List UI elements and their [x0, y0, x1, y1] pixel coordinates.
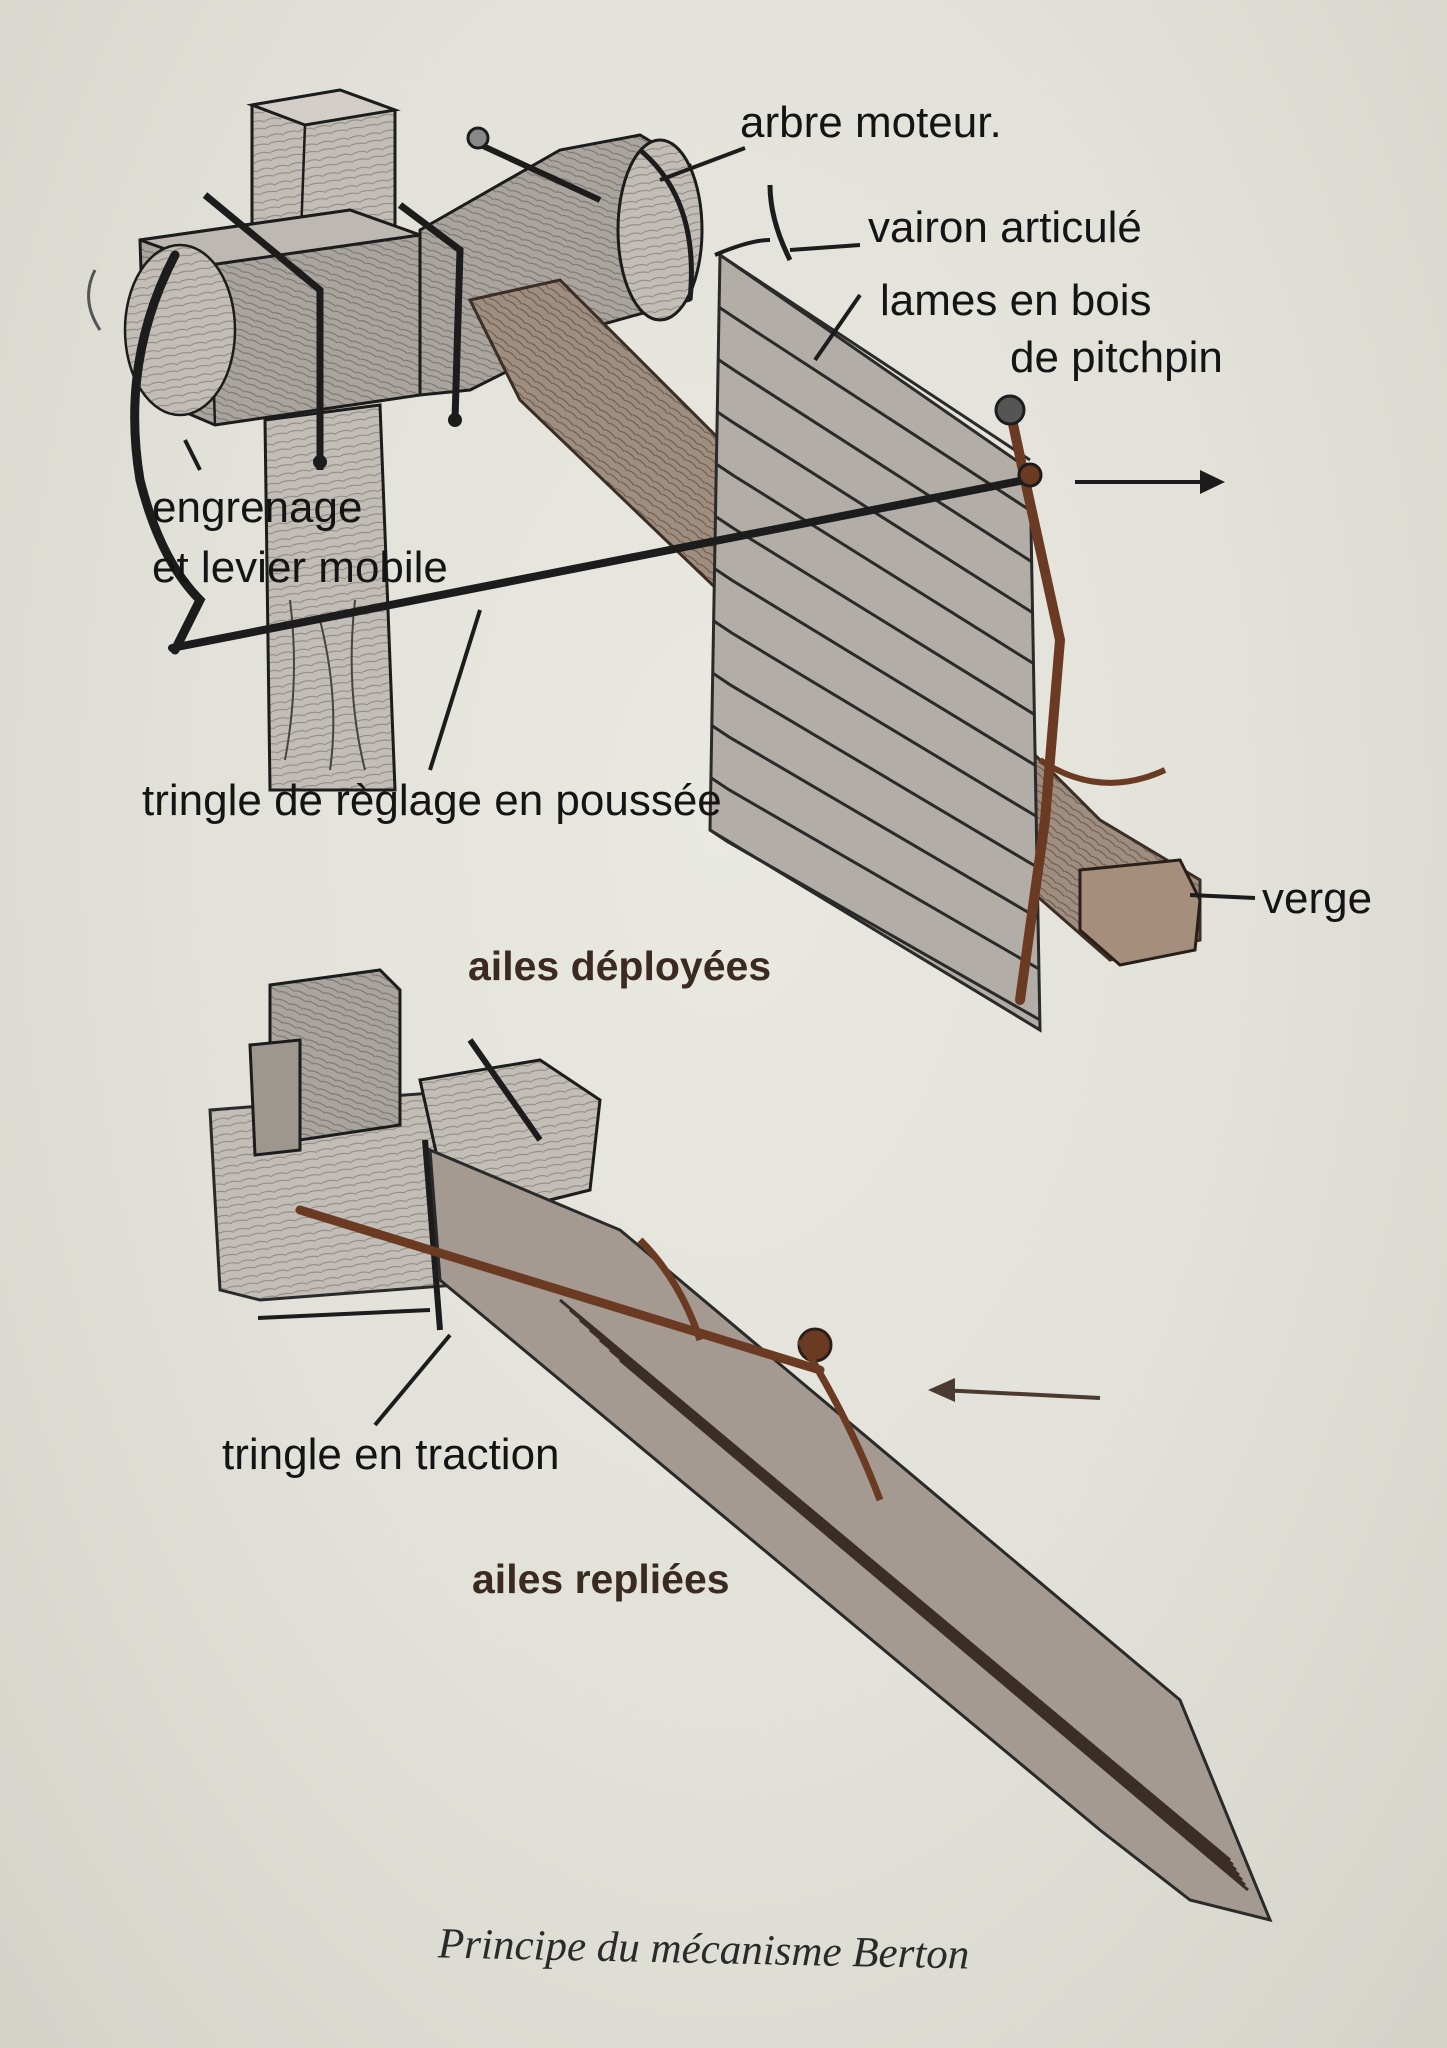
folded-assembly: [208, 968, 1273, 1923]
arrow-left-icon: [928, 1378, 1101, 1402]
folded-wing: [428, 1147, 1273, 1923]
slat-line: [718, 306, 1032, 513]
label-ailes-repliees: ailes repliées: [472, 1556, 730, 1602]
slat-line: [713, 567, 1037, 767]
slat-line: [710, 776, 1040, 971]
deployed-assembly: [87, 88, 1256, 1033]
label-engrenage-line2: et levier mobile: [152, 543, 448, 592]
slat-line: [714, 515, 1036, 716]
label-ailes-deployees: ailes déployées: [468, 943, 772, 989]
label-lames-line1: lames en bois: [880, 276, 1152, 325]
label-lames-line2: de pitchpin: [1010, 333, 1223, 382]
slat-line: [712, 619, 1038, 818]
slat-line: [709, 828, 1041, 1022]
wing-stile: [1005, 405, 1066, 1005]
iron-bands: [202, 192, 464, 470]
verge-end: [1078, 858, 1202, 967]
slat-line: [711, 671, 1039, 869]
leader-lines-top: [183, 146, 1256, 900]
label-arbre-moteur: arbre moteur.: [740, 98, 1002, 147]
label-verge: verge: [1262, 874, 1373, 923]
push-rod: [168, 474, 1039, 652]
slat-line: [716, 410, 1034, 614]
wood-slats-deployed: [708, 184, 1042, 1033]
drive-shaft: [418, 126, 704, 397]
slat-line: [719, 253, 1031, 462]
slat-line: [710, 724, 1039, 920]
arrow-right-icon: [1075, 470, 1225, 494]
label-vairon-articule: vairon articulé: [868, 203, 1142, 252]
label-tringle-traction: tringle en traction: [222, 1430, 560, 1479]
label-tringle-poussee: tringle de règlage en poussée: [142, 776, 722, 825]
label-engrenage-line1: engrenage: [152, 483, 363, 532]
mobile-lever: [130, 250, 206, 655]
pull-rod: [295, 1205, 825, 1375]
slat-line: [715, 462, 1035, 665]
folded-slat-line: [619, 1358, 1249, 1892]
